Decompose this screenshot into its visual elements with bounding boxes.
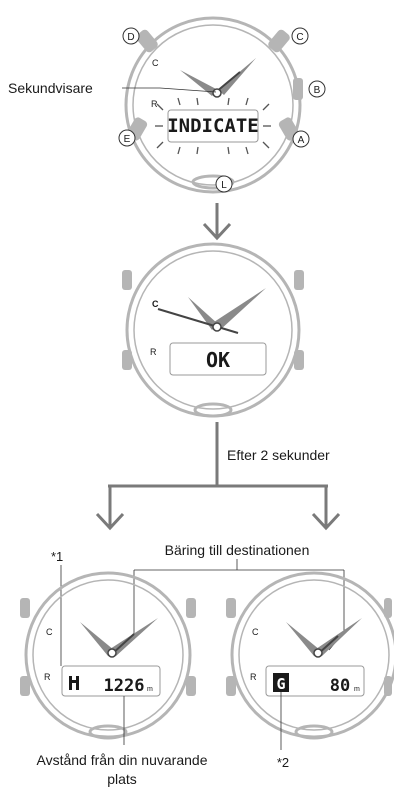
display-middle [169, 342, 267, 376]
light-button-bl [88, 724, 128, 740]
hand-pivot-bl [107, 648, 117, 658]
watch-middle: C R OK [122, 242, 304, 418]
display-top [167, 109, 259, 143]
minute-hand-bl [110, 618, 158, 656]
button-label-e: E [124, 134, 131, 145]
label-second-hand: Sekundvisare [8, 80, 93, 96]
watch-middle-bezel [133, 250, 293, 410]
watch-top-case [124, 16, 302, 194]
display-distance-unit: m [147, 686, 153, 693]
dial-mark-r: R [151, 99, 158, 109]
pusher-bl-3 [186, 598, 196, 618]
callout-second-hand [122, 87, 217, 93]
display-distance-value: 1226 [104, 676, 145, 696]
pusher-c [268, 29, 290, 53]
hand-pivot-br [313, 648, 323, 658]
dial-mark-c-bl: C [46, 627, 53, 637]
label-note1: *1 [51, 549, 63, 564]
display-ok-text: OK [206, 348, 230, 372]
minute-hand-middle [214, 288, 266, 330]
hour-hand-br [286, 622, 320, 656]
dial-mark-c-br: C [252, 627, 259, 637]
dial-mark-r-middle: R [150, 347, 157, 357]
watch-br-case [230, 571, 394, 739]
nav-indicator-icon [69, 676, 79, 690]
dial-mark-r-br: R [250, 672, 257, 682]
pusher-left-top [122, 270, 132, 290]
pusher-br-1 [226, 598, 236, 618]
pusher-right-top [294, 270, 304, 290]
dial-mark-c: C [152, 58, 159, 68]
pusher-d [136, 29, 158, 53]
dial-mark-c-middle: C [152, 299, 159, 309]
button-label-c: C [296, 32, 303, 43]
light-button [191, 174, 235, 190]
hand-pivot-middle [212, 322, 222, 332]
display-br [265, 665, 365, 697]
button-label-d: D [127, 32, 134, 43]
pusher-right-bottom [294, 350, 304, 370]
dial-mark-r-bl: R [44, 672, 51, 682]
pusher-b [293, 78, 303, 100]
watch-top: C R INDICATE D C B E A L Sekundvisare [8, 16, 326, 194]
minute-hand [218, 58, 256, 95]
goal-letter-box [273, 673, 289, 692]
button-label-a: A [298, 135, 305, 146]
hour-hand-middle [188, 297, 218, 330]
pusher-bl-2 [20, 676, 30, 696]
flash-rays [155, 97, 271, 155]
pusher-br-3 [384, 598, 392, 618]
watch-bottom-right: C R G 80 m [226, 571, 394, 740]
display-indicate-text: INDICATE [167, 115, 259, 137]
button-label-b: B [314, 85, 321, 96]
label-distance-line2: plats [107, 771, 137, 787]
hour-hand [180, 70, 218, 96]
display-goal-letter: G [276, 675, 285, 693]
label-after-seconds: Efter 2 sekunder [227, 447, 330, 463]
pusher-left-bottom [122, 350, 132, 370]
label-distance-line1: Avstånd från din nuvarande [37, 752, 208, 768]
hour-hand-bl [80, 622, 114, 656]
arrow-down-1 [202, 203, 232, 241]
watch-bottom-left: C R 1226 m [20, 571, 196, 740]
display-goal-unit: m [354, 686, 360, 693]
watch-bl-bezel [32, 579, 184, 731]
button-label-l: L [221, 180, 227, 191]
light-button-br [294, 724, 334, 740]
watch-middle-case [125, 242, 301, 418]
display-bl [61, 665, 161, 697]
second-hand-middle [157, 308, 239, 334]
watch-br-bezel [238, 579, 390, 731]
watch-top-bezel [132, 24, 294, 186]
light-button-middle [193, 402, 233, 418]
pusher-br-4 [384, 676, 392, 696]
hand-pivot [212, 88, 222, 98]
pusher-br-2 [226, 676, 236, 696]
pusher-bl-4 [186, 676, 196, 696]
second-hand [215, 71, 241, 93]
label-bearing: Bäring till destinationen [165, 542, 310, 558]
display-goal-value: 80 [330, 676, 350, 696]
label-note2: *2 [277, 755, 289, 770]
branch-arrows [95, 484, 341, 531]
pusher-bl-1 [20, 598, 30, 618]
